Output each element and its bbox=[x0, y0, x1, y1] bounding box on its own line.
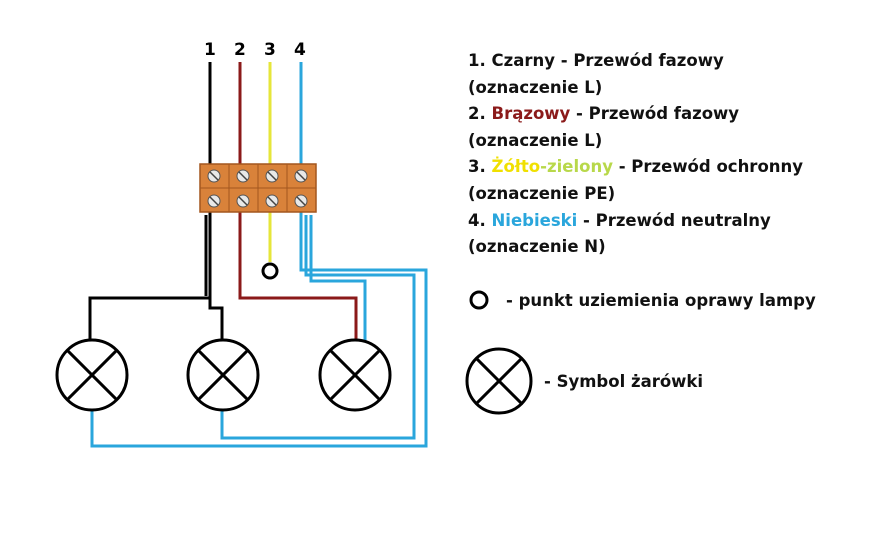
legend-item-2: 2. Brązowy - Przewód fazowy bbox=[468, 101, 868, 128]
bulb-icon bbox=[318, 338, 392, 412]
legend-note-2: (oznaczenie L) bbox=[468, 130, 603, 150]
bulb-icon bbox=[465, 347, 533, 415]
bulb-icon bbox=[55, 338, 129, 412]
legend-num: 2. bbox=[468, 104, 486, 124]
ground-point-icon bbox=[469, 290, 489, 310]
legend-num: 4. bbox=[468, 210, 486, 230]
legend-item-4: 4. Niebieski - Przewód neutralny bbox=[468, 208, 868, 235]
legend-desc: - Przewód neutralny bbox=[577, 210, 771, 230]
ground-point-legend: - punkt uziemienia oprawy lampy bbox=[468, 289, 816, 311]
legend-item-1: 1. Czarny - Przewód fazowy bbox=[468, 48, 868, 75]
legend-desc: - Przewód fazowy bbox=[570, 104, 740, 124]
legend-color-name: Żółto bbox=[491, 157, 541, 177]
bulb-icon bbox=[186, 338, 260, 412]
legend-item-3: 3. Żółto-zielony - Przewód ochronny bbox=[468, 154, 868, 181]
legend-desc: - Przewód fazowy bbox=[555, 51, 724, 70]
wire-number-1: 1 bbox=[204, 40, 216, 60]
terminal-block bbox=[199, 163, 317, 213]
legend-color-name-2: -zielony bbox=[540, 157, 613, 177]
legend-color-name: Czarny bbox=[491, 51, 556, 70]
neutral-wire-blue bbox=[90, 62, 428, 448]
legend-note-4: (oznaczenie N) bbox=[468, 237, 606, 257]
wire-number-2: 2 bbox=[234, 40, 246, 60]
wire-number-4: 4 bbox=[294, 40, 306, 60]
legend-num: 3. bbox=[468, 157, 486, 177]
ground-point-label: - punkt uziemienia oprawy lampy bbox=[506, 290, 816, 310]
wire-legend: 1. Czarny - Przewód fazowy (oznaczenie L… bbox=[468, 48, 868, 261]
bulb-label: - Symbol żarówki bbox=[544, 371, 704, 391]
legend-color-name: Niebieski bbox=[491, 210, 578, 230]
legend-desc: - Przewód ochronny bbox=[612, 157, 804, 177]
ground-point-icon bbox=[261, 262, 279, 280]
wire-number-3: 3 bbox=[264, 40, 276, 60]
bulb-legend: - Symbol żarówki bbox=[464, 346, 703, 416]
legend-num: 1. bbox=[468, 51, 486, 70]
legend-note-1: (oznaczenie L) bbox=[468, 77, 603, 97]
legend-color-name: Brązowy bbox=[491, 104, 571, 124]
legend-note-3: (oznaczenie PE) bbox=[468, 183, 616, 203]
